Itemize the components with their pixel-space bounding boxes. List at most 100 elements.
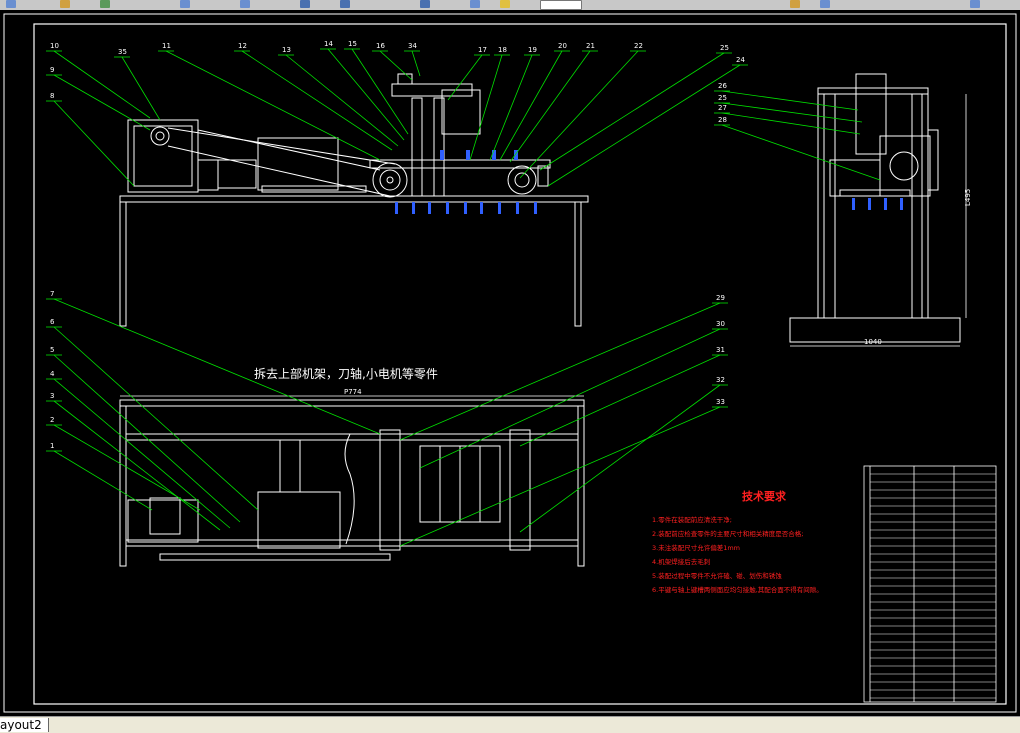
- leader-line: [53, 50, 151, 119]
- callout-top-16: 16: [376, 42, 385, 50]
- leader-line: [399, 406, 721, 547]
- leader-line: [351, 48, 409, 135]
- leader-line: [53, 326, 259, 511]
- toolbar-button[interactable]: [540, 0, 582, 10]
- callout-plan-left-7: 7: [50, 290, 54, 298]
- toolbar-button[interactable]: [500, 0, 510, 8]
- callout-left-8: 8: [50, 92, 54, 100]
- callout-plan-left-5: 5: [50, 346, 54, 354]
- layout-tab[interactable]: ayout2: [0, 718, 49, 732]
- callout-plan-left-3: 3: [50, 392, 54, 400]
- toolbar-button[interactable]: [470, 0, 480, 8]
- toolbar-button[interactable]: [790, 0, 800, 8]
- side-view: [789, 73, 961, 343]
- callout-side-28: 28: [718, 116, 727, 124]
- callout-top-24: 24: [736, 56, 745, 64]
- leader-line: [379, 50, 413, 81]
- leader-line: [53, 400, 221, 531]
- tech-item: 3.未注装配尺寸允许偏差1mm: [652, 543, 740, 552]
- leader-line: [539, 52, 725, 171]
- tech-item: 1.零件在装配前应清洗干净;: [652, 515, 732, 524]
- inner-frame: [33, 23, 1007, 705]
- callout-plan-left-2: 2: [50, 416, 54, 424]
- leader-line: [285, 54, 399, 147]
- dim-plan-width: P774: [344, 388, 362, 396]
- toolbar-button[interactable]: [340, 0, 350, 8]
- leader-line: [721, 124, 881, 181]
- tech-item: 5.装配过程中零件不允许磕、碰、划伤和锈蚀: [652, 571, 782, 580]
- leader-line: [241, 50, 393, 151]
- callout-plan-left-6: 6: [50, 318, 55, 326]
- toolbar-button[interactable]: [420, 0, 430, 8]
- front-view: [119, 73, 589, 327]
- callout-plan-right-32: 32: [716, 376, 725, 384]
- callout-top-35: 35: [118, 48, 127, 56]
- toolbar-button[interactable]: [300, 0, 310, 8]
- leader-line: [121, 56, 161, 121]
- title-block: [863, 465, 997, 703]
- leader-line: [411, 50, 421, 77]
- callout-top-22: 22: [634, 42, 643, 50]
- leader-line: [447, 54, 483, 101]
- tech-requirements: 1.零件在装配前应清洗干净;2.装配前应检查零件的主要尺寸和相关精度是否合格;3…: [652, 515, 823, 594]
- callout-top-17: 17: [478, 46, 487, 54]
- callout-plan-right-30: 30: [716, 320, 725, 328]
- status-bar: ayout2: [0, 716, 1020, 733]
- callout-top-14: 14: [324, 40, 333, 48]
- callout-side-25: 25: [718, 94, 727, 102]
- side-dimensions: [790, 94, 967, 347]
- title-block-rows: [870, 473, 996, 699]
- leader-line: [509, 50, 591, 163]
- callout-side-27: 27: [718, 104, 727, 112]
- toolbar-button[interactable]: [60, 0, 70, 8]
- leader-line: [53, 298, 381, 435]
- outer-frame: [3, 13, 1017, 713]
- leader-line: [53, 424, 201, 511]
- side-view-fasteners: [852, 198, 903, 210]
- plan-view: [119, 399, 585, 567]
- leader-line: [721, 112, 861, 135]
- toolbar-button[interactable]: [820, 0, 830, 8]
- callout-top-11: 11: [162, 42, 171, 50]
- tech-item: 4.机架焊接后去毛刺: [652, 557, 710, 566]
- leader-line: [519, 50, 639, 179]
- leader-line: [53, 354, 241, 523]
- plan-note: 拆去上部机架，刀轴,小电机等零件: [254, 366, 438, 381]
- callout-top-19: 19: [528, 46, 537, 54]
- leader-line: [53, 450, 153, 511]
- toolbar-button[interactable]: [6, 0, 16, 8]
- toolbar-button[interactable]: [100, 0, 110, 8]
- leader-line: [519, 384, 721, 533]
- callout-plan-right-33: 33: [716, 398, 725, 406]
- tech-item: 6.平键与轴上键槽两侧面应均匀接触,其配合面不得有间隙。: [652, 585, 823, 594]
- leader-line: [419, 328, 721, 469]
- callout-top-21: 21: [586, 42, 595, 50]
- leader-line: [721, 90, 859, 111]
- callout-top-13: 13: [282, 46, 291, 54]
- callout-side-26: 26: [718, 82, 727, 90]
- callout-plan-right-29: 29: [716, 294, 725, 302]
- leader-line: [53, 100, 135, 187]
- front-view-fasteners: [395, 150, 537, 214]
- callout-top-12: 12: [238, 42, 247, 50]
- toolbar-button[interactable]: [240, 0, 250, 8]
- callout-top-34: 34: [408, 42, 417, 50]
- tech-title: 技术要求: [742, 489, 787, 503]
- leader-line: [499, 50, 563, 161]
- callout-top-15: 15: [348, 40, 357, 48]
- callout-plan-left-1: 1: [50, 442, 54, 450]
- leader-line: [721, 102, 863, 123]
- toolbar-button[interactable]: [180, 0, 190, 8]
- leader-line: [469, 54, 503, 161]
- leader-line: [327, 48, 405, 141]
- leader-line: [53, 74, 151, 131]
- callout-top-20: 20: [558, 42, 567, 50]
- leader-line: [489, 54, 533, 161]
- toolbar-button[interactable]: [970, 0, 980, 8]
- leader-line: [399, 302, 721, 441]
- leader-lines: [46, 48, 881, 547]
- callout-top-10: 10: [50, 42, 59, 50]
